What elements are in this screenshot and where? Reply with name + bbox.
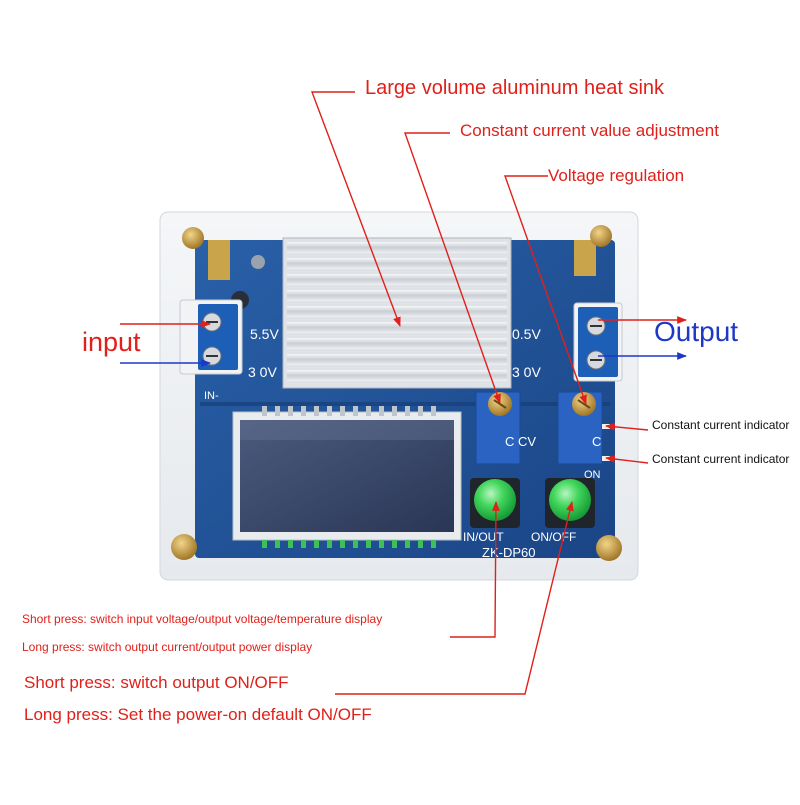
screw-bottom-right	[596, 535, 622, 561]
leader-indicator-2	[605, 455, 649, 464]
input-minus-label: IN-	[204, 390, 219, 402]
output-range-top: 0.5V	[512, 326, 541, 342]
annotation-lines	[120, 91, 687, 695]
negative-arrows	[120, 352, 687, 367]
on-off-button-label: ON/OFF	[531, 530, 576, 544]
leader-heatsink	[310, 91, 401, 327]
standoff-top-left	[182, 227, 230, 280]
leader-voltage-regulation	[504, 175, 587, 405]
leader-indicator-1	[605, 422, 649, 431]
label-heatsink: Large volume aluminum heat sink	[365, 77, 665, 99]
output-terminal	[573, 302, 623, 382]
screw-bottom-left	[171, 534, 197, 560]
label-button2-long-press: Long press: Set the power-on default ON/…	[24, 705, 372, 724]
output-range-bottom: 3 0V	[512, 364, 541, 380]
input-terminal	[179, 299, 243, 375]
standoff-top-right	[574, 225, 612, 276]
lcd-pins-bottom	[262, 540, 436, 548]
label-voltage-regulation: Voltage regulation	[548, 166, 685, 185]
input-range-bottom: 3 0V	[248, 364, 277, 380]
label-cc-indicator-2: Constant current indicator	[652, 452, 790, 466]
label-input: input	[82, 327, 141, 357]
label-cc-adjust: Constant current value adjustment	[460, 121, 719, 140]
lcd-pins-top	[262, 406, 436, 416]
input-range-top: 5.5V	[250, 326, 279, 342]
label-cc-indicator-1: Constant current indicator	[652, 418, 790, 432]
model-label: ZK-DP60	[482, 545, 535, 560]
voltage-potentiometer	[557, 391, 603, 465]
on-off-button	[545, 478, 595, 528]
in-out-button	[470, 478, 520, 528]
leader-button-2	[335, 501, 574, 695]
lcd-display	[232, 411, 462, 541]
label-output: Output	[654, 316, 739, 347]
cc-cv-label: C CV	[505, 434, 536, 449]
label-button1-long-press: Long press: switch output current/output…	[22, 640, 313, 654]
leader-button-1	[450, 501, 500, 638]
heat-sink	[282, 237, 512, 389]
led-c-label: C	[592, 434, 601, 449]
leader-cc-adjust	[404, 132, 501, 404]
cc-potentiometer	[475, 391, 521, 465]
label-button2-short-press: Short press: switch output ON/OFF	[24, 673, 289, 692]
label-button1-short-press: Short press: switch input voltage/output…	[22, 612, 383, 626]
in-out-button-label: IN/OUT	[463, 530, 504, 544]
